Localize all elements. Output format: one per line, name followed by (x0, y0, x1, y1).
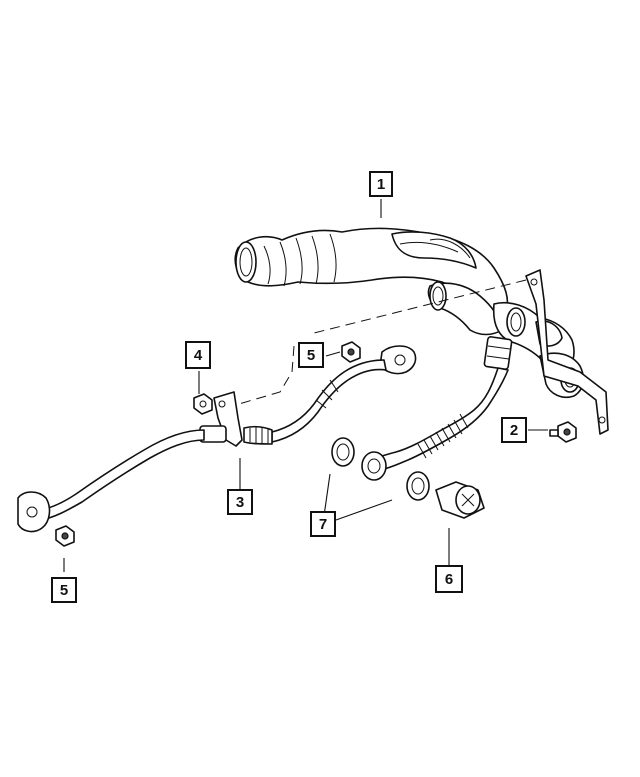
callout-7: 7 (310, 511, 336, 537)
callout-2: 2 (501, 417, 527, 443)
part-5-bolt-upper (341, 341, 361, 363)
part-2-bolt (549, 421, 577, 443)
callout-label: 7 (319, 516, 327, 533)
part-5-bolt-lower (55, 525, 75, 547)
callout-label: 4 (194, 347, 203, 364)
callout-5-lower: 5 (51, 577, 77, 603)
callout-label: 3 (236, 494, 244, 511)
leader-lines (63, 199, 548, 572)
callout-4: 4 (185, 341, 211, 369)
callout-label: 5 (307, 347, 315, 364)
part-1-intake-hose (234, 227, 609, 435)
callout-1: 1 (369, 171, 393, 197)
callout-label: 2 (510, 422, 518, 439)
callout-6: 6 (435, 565, 463, 593)
part-3-oil-tube (17, 345, 417, 533)
part-4-nut (193, 393, 213, 415)
callout-5-upper: 5 (298, 342, 324, 368)
callout-label: 1 (377, 176, 385, 193)
part-7-washers (331, 437, 430, 501)
reference-lines (231, 279, 527, 407)
callout-3: 3 (227, 489, 253, 515)
callout-label: 5 (60, 582, 68, 599)
part-7-feed-line (361, 367, 509, 481)
part-6-banjo-bolt (435, 481, 485, 519)
callout-label: 6 (445, 571, 453, 588)
